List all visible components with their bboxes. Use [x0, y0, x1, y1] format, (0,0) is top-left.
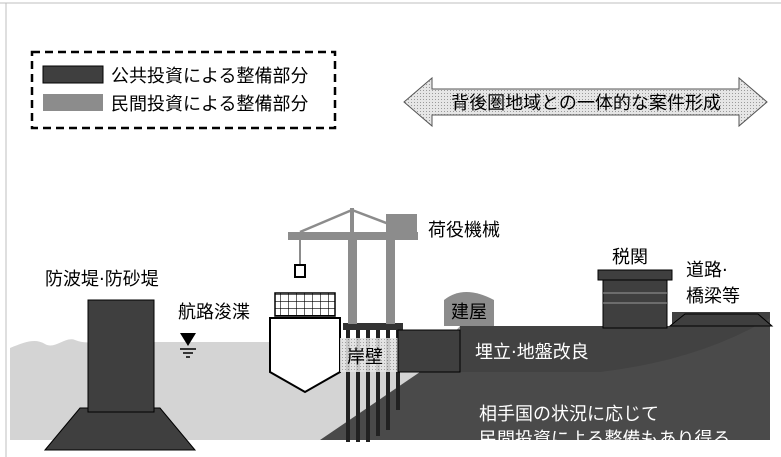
- breakwater: [43, 299, 197, 451]
- gantry-crane: [288, 208, 418, 324]
- road-structure: [668, 313, 774, 327]
- dredging-label: 航路浚渫: [178, 302, 250, 323]
- reclamation-block: [397, 329, 461, 373]
- quay-pile: [356, 330, 360, 442]
- quay-pile: [346, 330, 350, 442]
- banner-text: 背後圏地域との一体的な案件形成: [451, 93, 721, 114]
- legend-private-swatch: [43, 94, 103, 111]
- quay-pile: [386, 330, 390, 430]
- water-level-icon: [180, 333, 196, 358]
- crane-boom: [288, 232, 418, 240]
- container-ship: [269, 292, 341, 394]
- cargo-machinery-label: 荷役機械: [428, 220, 500, 241]
- crane-cab: [386, 214, 417, 232]
- road-label: 道路·: [686, 260, 728, 281]
- crane-leg: [348, 240, 357, 324]
- quay-wall: [340, 323, 403, 442]
- integration-banner: 背後圏地域との一体的な案件形成: [403, 76, 768, 128]
- double-arrow-icon: [403, 76, 768, 128]
- legend-private-label: 民間投資による整備部分: [111, 94, 308, 115]
- customs-body: [602, 279, 668, 329]
- breakwater-label: 防波堤·防砂堤: [45, 269, 159, 290]
- legend-public-label: 公共投資による整備部分: [111, 66, 308, 87]
- quay-label: 岸壁: [347, 347, 383, 368]
- quay-pile: [376, 330, 380, 436]
- warehouse-building: [444, 292, 494, 326]
- reclamation-label: 埋立·地盤改良: [475, 342, 589, 363]
- legend-border: [30, 50, 337, 130]
- land-top-shadow: [420, 312, 770, 372]
- crane-hook-icon: [294, 264, 306, 278]
- quay-pile: [366, 330, 370, 442]
- crane-stay: [299, 208, 353, 234]
- crane-leg: [386, 240, 395, 324]
- breakwater-wall: [87, 299, 155, 413]
- breakwater-base: [43, 407, 197, 451]
- quay-label-bg: [340, 338, 400, 372]
- customs-building: [597, 269, 673, 329]
- quay-deck: [343, 323, 403, 330]
- bridge-label: 橋梁等: [686, 286, 740, 307]
- customs-roof: [597, 269, 673, 281]
- note-line-2: 民間投資による整備もあり得る: [479, 429, 730, 450]
- building-label: 建屋: [451, 302, 487, 323]
- ship-containers: [274, 292, 336, 317]
- legend-public-swatch: [42, 65, 104, 84]
- ship-hull: [269, 317, 341, 394]
- note-line-1: 相手国の状況に応じて: [479, 404, 659, 425]
- legend: 公共投資による整備部分 民間投資による整備部分: [30, 50, 337, 130]
- customs-label: 税関: [612, 247, 648, 268]
